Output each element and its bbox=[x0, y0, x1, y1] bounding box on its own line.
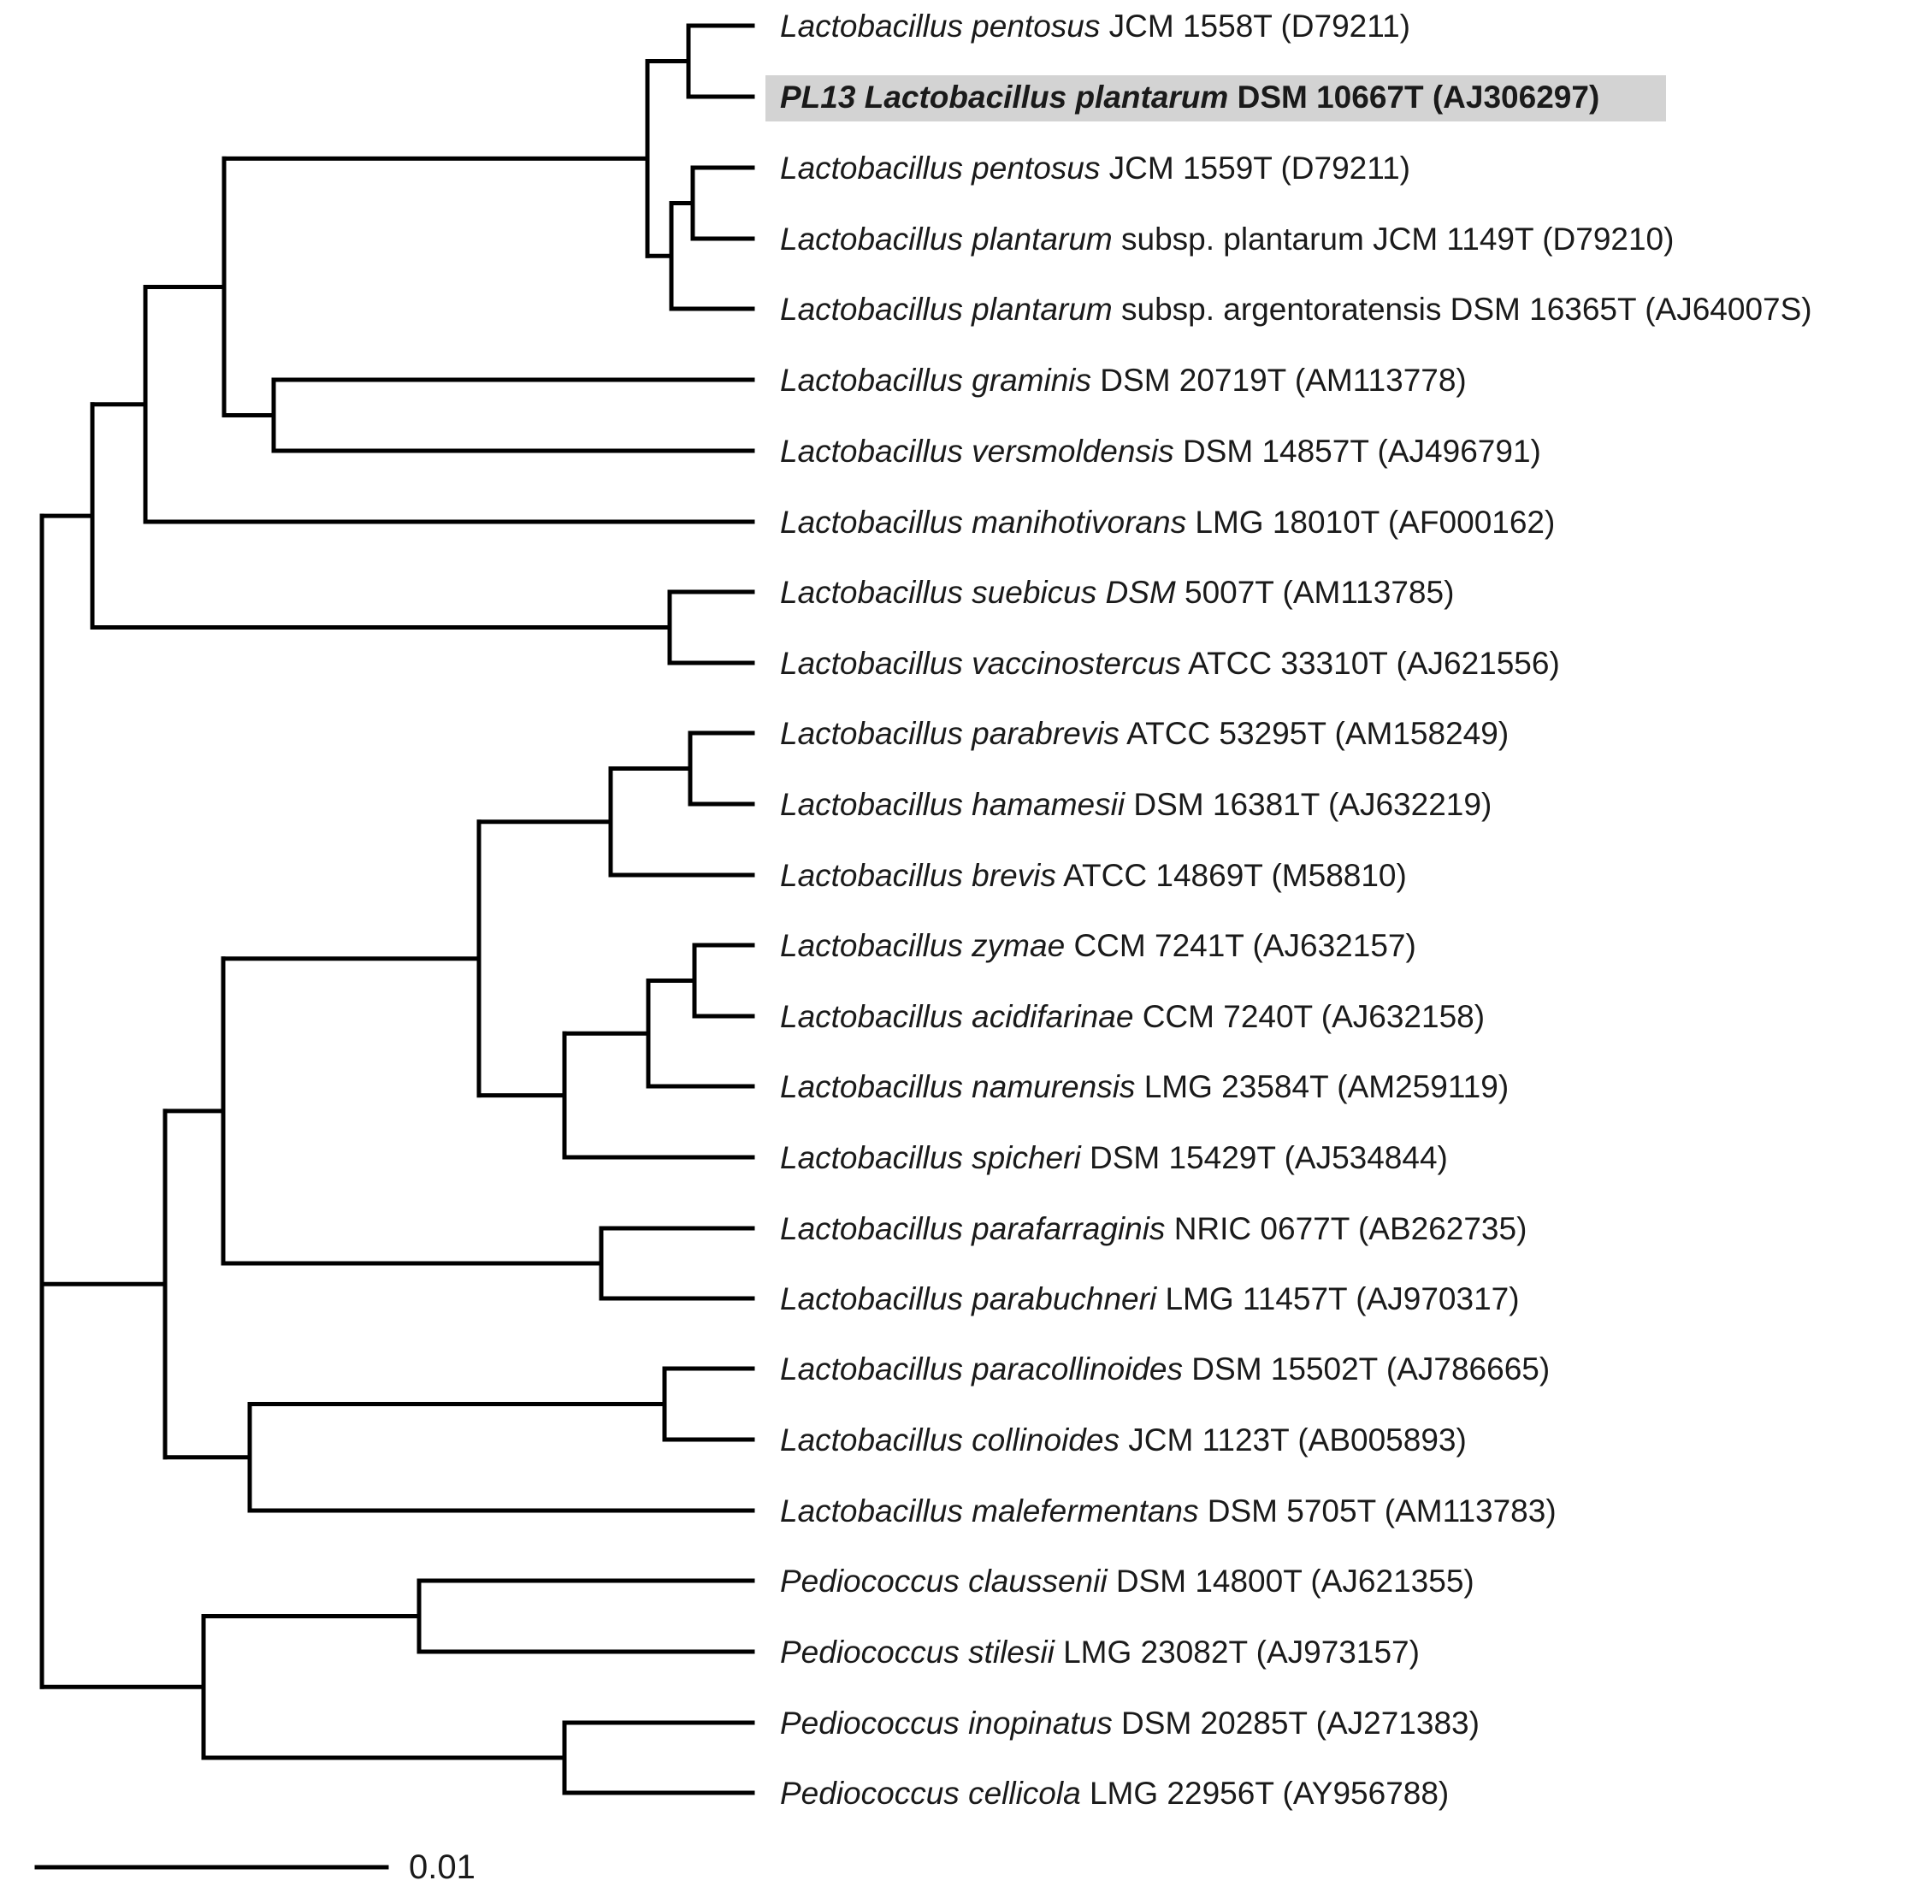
strain-accession: DSM 16381T (AJ632219) bbox=[1125, 787, 1492, 822]
species-name: Lactobacillus zymae bbox=[780, 928, 1065, 963]
scale-bar: 0.01 bbox=[34, 1848, 476, 1886]
strain-accession: CCM 7241T (AJ632157) bbox=[1065, 928, 1416, 963]
species-name: Lactobacillus spicheri bbox=[780, 1140, 1082, 1175]
tip-label: Lactobacillus collinoides JCM 1123T (AB0… bbox=[780, 1422, 1467, 1458]
species-name: Pediococcus claussenii bbox=[780, 1564, 1108, 1599]
species-name: Lactobacillus hamamesii bbox=[780, 787, 1126, 822]
tip-label: Lactobacillus spicheri DSM 15429T (AJ534… bbox=[780, 1140, 1448, 1175]
strain-accession: DSM 15429T (AJ534844) bbox=[1081, 1140, 1448, 1175]
strain-accession: LMG 23584T (AM259119) bbox=[1135, 1069, 1509, 1104]
tip-label: Lactobacillus parafarraginis NRIC 0677T … bbox=[780, 1211, 1527, 1246]
tip-label: Pediococcus stilesii LMG 23082T (AJ97315… bbox=[780, 1635, 1420, 1670]
tip-label: Lactobacillus paracollinoides DSM 15502T… bbox=[780, 1351, 1550, 1387]
tip-label: Lactobacillus manihotivorans LMG 18010T … bbox=[780, 505, 1555, 540]
species-name: Lactobacillus collinoides bbox=[780, 1422, 1120, 1458]
highlight-box bbox=[765, 75, 1666, 121]
strain-accession: JCM 1123T (AB005893) bbox=[1120, 1422, 1467, 1458]
strain-accession: LMG 23082T (AJ973157) bbox=[1055, 1635, 1420, 1670]
tip-labels: Lactobacillus pentosus JCM 1558T (D79211… bbox=[780, 9, 1812, 1811]
species-name: Lactobacillus graminis bbox=[780, 363, 1091, 398]
tip-label: Lactobacillus vaccinostercus ATCC 33310T… bbox=[780, 646, 1560, 681]
species-name: Lactobacillus manihotivorans bbox=[780, 505, 1186, 540]
tip-label: Lactobacillus suebicus DSM 5007T (AM1137… bbox=[780, 575, 1454, 610]
species-name: Lactobacillus malefermentans bbox=[780, 1493, 1198, 1529]
species-name: Lactobacillus vaccinostercus bbox=[780, 646, 1181, 681]
scale-bar-label: 0.01 bbox=[409, 1848, 476, 1886]
strain-accession: DSM 5705T (AM113783) bbox=[1198, 1493, 1556, 1529]
strain-accession: DSM 14800T (AJ621355) bbox=[1108, 1564, 1474, 1599]
tip-label: Lactobacillus acidifarinae CCM 7240T (AJ… bbox=[780, 999, 1485, 1034]
tree-branches bbox=[39, 23, 755, 1795]
strain-accession: LMG 18010T (AF000162) bbox=[1186, 505, 1555, 540]
species-name: Lactobacillus plantarum bbox=[780, 222, 1113, 257]
species-name: Lactobacillus paracollinoides bbox=[780, 1351, 1183, 1387]
strain-accession: DSM 10667T (AJ306297) bbox=[1228, 80, 1599, 115]
strain-accession: LMG 22956T (AY956788) bbox=[1081, 1776, 1450, 1811]
strain-accession: DSM 20719T (AM113778) bbox=[1091, 363, 1467, 398]
tip-label: PL13 Lactobacillus plantarum DSM 10667T … bbox=[780, 80, 1599, 115]
strain-accession: NRIC 0677T (AB262735) bbox=[1165, 1211, 1527, 1246]
species-name: Lactobacillus brevis bbox=[780, 858, 1056, 893]
tip-label: Lactobacillus plantarum subsp. plantarum… bbox=[780, 222, 1674, 257]
strain-accession: subsp. plantarum JCM 1149T (D79210) bbox=[1113, 222, 1675, 257]
strain-accession: CCM 7240T (AJ632158) bbox=[1133, 999, 1485, 1034]
tip-label: Pediococcus cellicola LMG 22956T (AY9567… bbox=[780, 1776, 1449, 1811]
strain-accession: JCM 1558T (D79211) bbox=[1100, 9, 1410, 44]
strain-accession: LMG 11457T (AJ970317) bbox=[1156, 1281, 1519, 1316]
strain-accession: subsp. argentoratensis DSM 16365T (AJ640… bbox=[1113, 292, 1812, 327]
tip-label: Pediococcus inopinatus DSM 20285T (AJ271… bbox=[780, 1706, 1480, 1741]
tip-label: Lactobacillus versmoldensis DSM 14857T (… bbox=[780, 434, 1541, 469]
tip-label: Lactobacillus plantarum subsp. argentora… bbox=[780, 292, 1812, 327]
strain-accession: 5007T (AM113785) bbox=[1176, 575, 1455, 610]
species-name: PL13 Lactobacillus plantarum bbox=[780, 80, 1228, 115]
tip-label: Lactobacillus namurensis LMG 23584T (AM2… bbox=[780, 1069, 1509, 1104]
species-name: Lactobacillus pentosus bbox=[780, 9, 1100, 44]
species-name: Pediococcus stilesii bbox=[780, 1635, 1056, 1670]
species-name: Lactobacillus suebicus DSM bbox=[780, 575, 1176, 610]
tip-label: Lactobacillus parabrevis ATCC 53295T (AM… bbox=[780, 716, 1509, 751]
strain-accession: ATCC 33310T (AJ621556) bbox=[1181, 646, 1560, 681]
tip-label: Lactobacillus zymae CCM 7241T (AJ632157) bbox=[780, 928, 1416, 963]
tip-label: Lactobacillus graminis DSM 20719T (AM113… bbox=[780, 363, 1467, 398]
tip-label: Lactobacillus pentosus JCM 1559T (D79211… bbox=[780, 151, 1410, 186]
tip-label: Lactobacillus malefermentans DSM 5705T (… bbox=[780, 1493, 1557, 1529]
strain-accession: ATCC 53295T (AM158249) bbox=[1120, 716, 1509, 751]
tip-label: Lactobacillus hamamesii DSM 16381T (AJ63… bbox=[780, 787, 1492, 822]
tip-label: Pediococcus claussenii DSM 14800T (AJ621… bbox=[780, 1564, 1474, 1599]
strain-accession: DSM 14857T (AJ496791) bbox=[1174, 434, 1541, 469]
species-name: Lactobacillus pentosus bbox=[780, 151, 1100, 186]
strain-accession: ATCC 14869T (M58810) bbox=[1056, 858, 1407, 893]
species-name: Lactobacillus versmoldensis bbox=[780, 434, 1174, 469]
species-name: Lactobacillus plantarum bbox=[780, 292, 1113, 327]
species-name: Lactobacillus parabrevis bbox=[780, 716, 1120, 751]
species-name: Lactobacillus parabuchneri bbox=[780, 1281, 1158, 1316]
tip-label: Lactobacillus parabuchneri LMG 11457T (A… bbox=[780, 1281, 1520, 1316]
strain-accession: DSM 20285T (AJ271383) bbox=[1113, 1706, 1480, 1741]
species-name: Lactobacillus acidifarinae bbox=[780, 999, 1133, 1034]
species-name: Pediococcus inopinatus bbox=[780, 1706, 1113, 1741]
tip-label: Lactobacillus brevis ATCC 14869T (M58810… bbox=[780, 858, 1407, 893]
species-name: Pediococcus cellicola bbox=[780, 1776, 1081, 1811]
tip-label: Lactobacillus pentosus JCM 1558T (D79211… bbox=[780, 9, 1410, 44]
strain-accession: DSM 15502T (AJ786665) bbox=[1183, 1351, 1550, 1387]
strain-accession: JCM 1559T (D79211) bbox=[1100, 151, 1410, 186]
species-name: Lactobacillus parafarraginis bbox=[780, 1211, 1165, 1246]
species-name: Lactobacillus namurensis bbox=[780, 1069, 1135, 1104]
